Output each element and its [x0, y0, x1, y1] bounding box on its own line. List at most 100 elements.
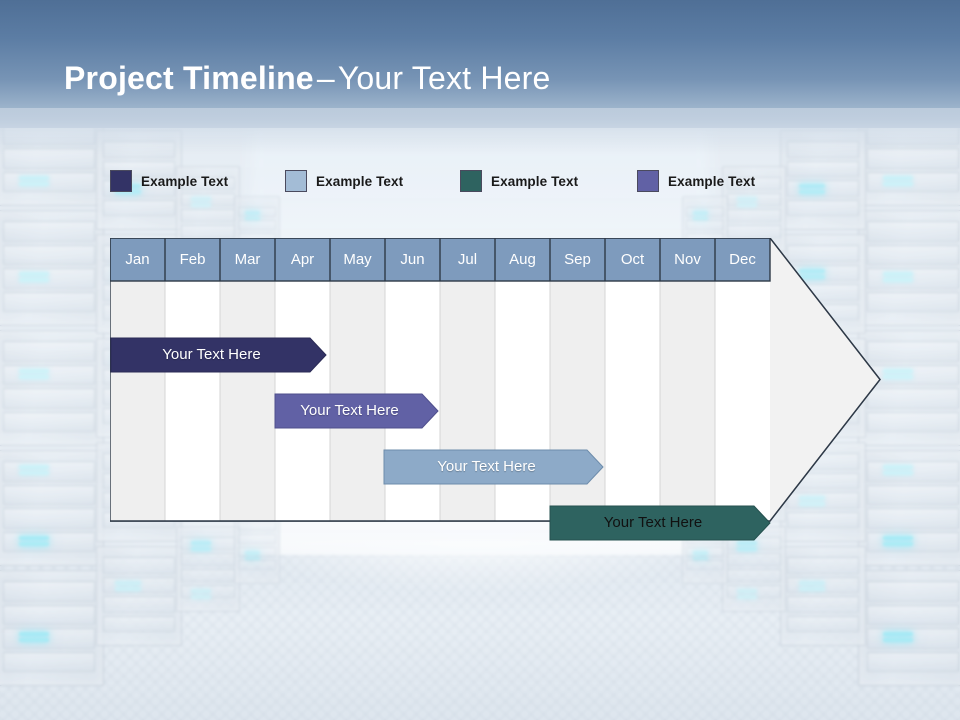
server-led-indicator	[18, 465, 49, 469]
task-bar-shape	[549, 505, 771, 541]
server-rack-unit	[2, 484, 96, 505]
timeline-task-bar-3[interactable]: Your Text Here	[383, 449, 604, 485]
server-rack-unit	[727, 225, 781, 238]
timeline-task-bar-4[interactable]: Your Text Here	[549, 505, 771, 541]
server-led-indicator	[736, 203, 757, 207]
task-bar-shape	[274, 393, 439, 429]
timeline-chart-graphic	[110, 238, 881, 522]
legend-item-3[interactable]: Example Text	[460, 168, 578, 194]
server-led-indicator	[244, 550, 260, 555]
server-rack-unit	[866, 581, 960, 602]
page-title-dash: –	[316, 60, 335, 96]
legend-color-swatch	[637, 170, 659, 192]
server-rack	[0, 450, 104, 566]
server-rack-unit	[866, 531, 960, 552]
server-led-indicator	[18, 368, 49, 373]
server-rack-unit	[102, 596, 176, 613]
timeline-task-bar-2[interactable]: Your Text Here	[274, 393, 439, 429]
server-led-indicator	[736, 595, 757, 599]
server-led-indicator	[692, 550, 708, 555]
server-rack	[858, 570, 960, 686]
server-rack-unit	[866, 171, 960, 192]
server-rack-unit	[2, 388, 96, 409]
server-rack-unit	[786, 596, 860, 613]
server-rack	[96, 546, 182, 646]
title-band	[0, 0, 960, 154]
server-rack-unit	[2, 508, 96, 529]
timeline-column-oct	[605, 281, 660, 521]
server-rack-unit	[102, 199, 176, 216]
server-rack-unit	[686, 220, 724, 231]
server-led-indicator	[190, 203, 211, 207]
timeline-arrow-outline	[110, 238, 881, 522]
timeline-column-jul	[440, 281, 495, 521]
server-rack-unit	[2, 171, 96, 192]
timeline-column-jan	[110, 281, 165, 521]
server-led-indicator	[736, 541, 757, 545]
server-led-indicator	[18, 272, 49, 276]
server-rack-unit	[866, 604, 960, 625]
server-rack-unit	[2, 604, 96, 625]
server-rack-unit	[786, 615, 860, 632]
legend-color-swatch	[285, 170, 307, 192]
server-led-indicator	[18, 541, 49, 546]
legend-item-label: Example Text	[141, 173, 229, 189]
server-led-indicator	[736, 589, 757, 593]
legend-item-label: Example Text	[316, 173, 404, 189]
server-rack	[780, 546, 866, 646]
server-rack-unit	[238, 533, 276, 544]
server-rack-unit	[2, 221, 96, 242]
task-bar-shape	[383, 449, 604, 485]
server-led-indicator	[190, 197, 211, 201]
legend-item-1[interactable]: Example Text	[110, 168, 228, 194]
server-rack-unit	[238, 559, 276, 570]
server-led-indicator	[190, 589, 211, 593]
server-rack-unit	[2, 364, 96, 385]
timeline-column-sep	[550, 281, 605, 521]
server-led-indicator	[692, 211, 708, 215]
server-rack-unit	[181, 225, 235, 238]
server-led-indicator	[18, 278, 49, 282]
server-led-indicator	[115, 580, 142, 585]
server-rack-unit	[2, 581, 96, 602]
server-rack-unit	[727, 209, 781, 222]
legend-item-label: Example Text	[668, 173, 756, 189]
server-rack	[0, 210, 104, 326]
server-led-indicator	[882, 181, 913, 186]
server-rack-unit	[727, 569, 781, 582]
server-rack-unit	[866, 651, 960, 672]
server-rack	[0, 330, 104, 446]
server-led-indicator	[18, 535, 49, 540]
server-led-indicator	[882, 632, 913, 636]
server-rack-unit	[2, 411, 96, 432]
server-led-indicator	[18, 181, 49, 186]
server-led-indicator	[799, 586, 826, 591]
server-rack-unit	[786, 576, 860, 593]
server-led-indicator	[244, 211, 260, 215]
legend-item-4[interactable]: Example Text	[637, 168, 755, 194]
server-rack-unit	[2, 651, 96, 672]
legend-item-2[interactable]: Example Text	[285, 168, 403, 194]
server-led-indicator	[18, 632, 49, 636]
server-rack-unit	[102, 576, 176, 593]
server-rack-unit	[2, 628, 96, 649]
task-bar-shape	[110, 337, 327, 373]
server-led-indicator	[882, 638, 913, 642]
timeline-column-nov	[660, 281, 715, 521]
server-rack-unit	[2, 461, 96, 482]
timeline-column-mar	[220, 281, 275, 521]
server-led-indicator	[736, 197, 757, 201]
server-led-indicator	[882, 541, 913, 546]
server-rack-unit	[102, 557, 176, 574]
server-led-indicator	[18, 175, 49, 180]
server-rack-unit	[2, 268, 96, 289]
server-led-indicator	[190, 595, 211, 599]
server-led-indicator	[18, 638, 49, 642]
server-rack-unit	[181, 553, 235, 566]
page-title-strong: Project Timeline	[64, 60, 314, 96]
server-led-indicator	[190, 547, 211, 551]
timeline-task-bar-1[interactable]: Your Text Here	[110, 337, 327, 373]
server-led-indicator	[115, 586, 142, 591]
